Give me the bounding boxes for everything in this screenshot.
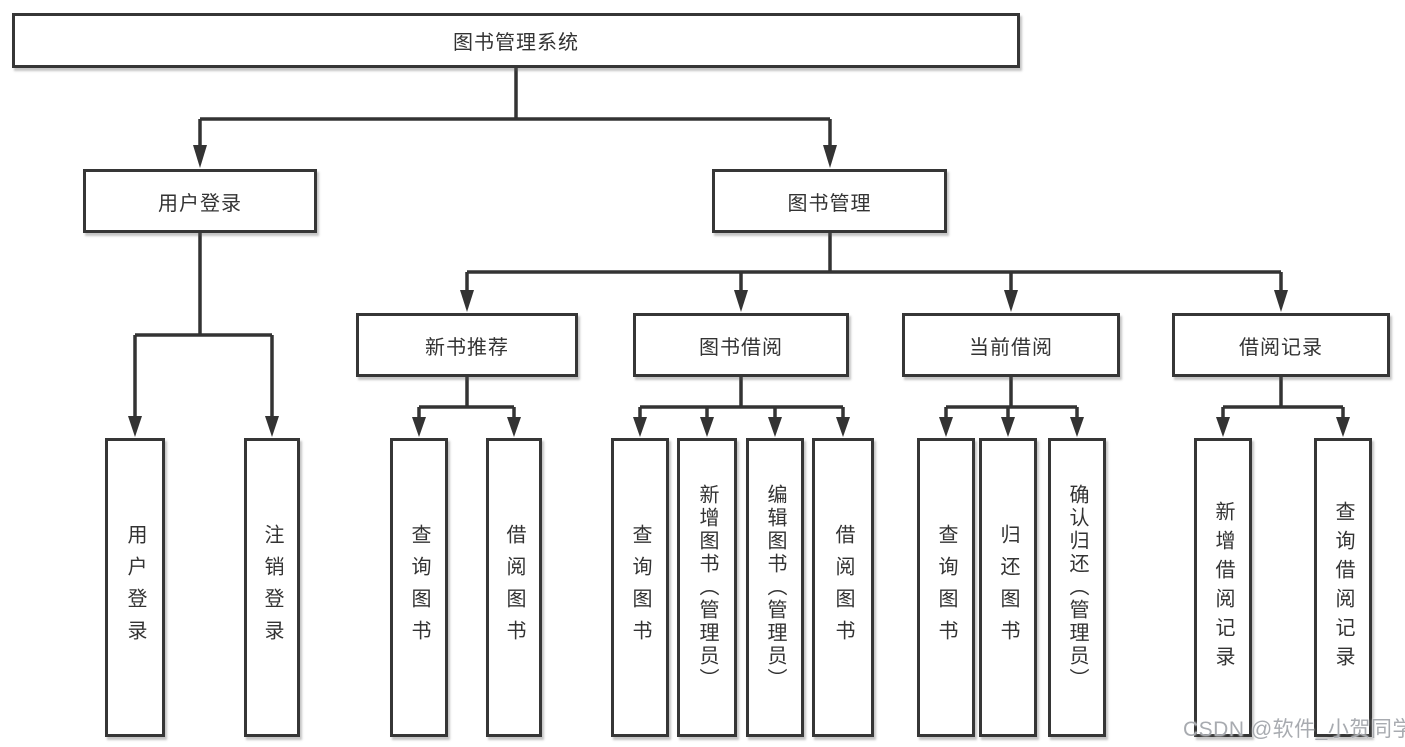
arrowhead: [823, 145, 837, 168]
leaf-query-books-borrow-label: 查询图书: [629, 523, 651, 652]
leaf-query-borrow-record-label: 查询借阅记录: [1332, 500, 1354, 675]
node-current-borrow: 当前借阅: [902, 313, 1120, 377]
leaf-query-books-current: 查询图书: [917, 438, 975, 737]
csdn-watermark: CSDN @软件_小贺同学: [1183, 718, 1405, 741]
node-root-label: 图书管理系统: [453, 32, 579, 54]
leaf-return-book-label: 归还图书: [997, 523, 1019, 652]
leaf-borrow-books-recommend-label: 借阅图书: [503, 523, 525, 652]
leaf-logout-label: 注销登录: [261, 523, 283, 652]
node-user-login: 用户登录: [83, 169, 317, 233]
leaf-query-borrow-record: 查询借阅记录: [1314, 438, 1372, 737]
leaf-query-books-current-label: 查询图书: [935, 523, 957, 652]
node-new-book-recommend-label: 新书推荐: [425, 336, 509, 359]
arrowhead: [412, 417, 426, 437]
arrowheads-current-borrow: [939, 417, 1084, 437]
arrowhead: [460, 290, 474, 312]
leaf-add-book-admin: 新增图书（管理员）: [677, 438, 737, 737]
leaf-confirm-return-admin: 确认归还（管理员）: [1048, 438, 1106, 737]
leaf-logout: 注销登录: [244, 438, 300, 737]
arrowheads-new-book-recommend: [412, 417, 521, 437]
arrowhead: [700, 417, 714, 437]
leaf-edit-book-admin: 编辑图书（管理员）: [746, 438, 804, 737]
leaf-edit-book-admin-label: 编辑图书（管理员）: [764, 484, 786, 691]
node-borrow-records-label: 借阅记录: [1239, 336, 1323, 359]
arrowhead: [1004, 290, 1018, 312]
leaf-return-book: 归还图书: [979, 438, 1037, 737]
node-book-borrow: 图书借阅: [633, 313, 849, 377]
leaf-add-borrow-record: 新增借阅记录: [1194, 438, 1252, 737]
arrowhead: [633, 417, 647, 437]
arrowhead: [265, 416, 279, 437]
arrowhead: [1070, 417, 1084, 437]
edge-book-management-to-level3: [465, 233, 1283, 291]
arrowhead: [836, 417, 850, 437]
edge-borrow-records-to-leaves: [1221, 377, 1345, 418]
leaf-borrow-books: 借阅图书: [812, 438, 874, 737]
arrowhead: [1336, 417, 1350, 437]
arrowhead: [1001, 417, 1015, 437]
arrowhead: [939, 417, 953, 437]
node-user-login-label: 用户登录: [158, 192, 242, 215]
arrowhead: [507, 417, 521, 437]
node-book-borrow-label: 图书借阅: [699, 336, 783, 359]
arrowhead: [128, 416, 142, 437]
leaf-query-books-borrow: 查询图书: [611, 438, 669, 737]
edge-book-borrow-to-leaves: [638, 377, 845, 418]
arrowheads-borrow-records: [1216, 417, 1350, 437]
arrowheads-book-borrow: [633, 417, 850, 437]
leaf-borrow-books-label: 借阅图书: [832, 523, 854, 652]
node-new-book-recommend: 新书推荐: [356, 313, 578, 377]
arrowheads-level3: [460, 290, 1288, 312]
arrowhead: [1274, 290, 1288, 312]
edge-current-borrow-to-leaves: [944, 377, 1079, 418]
arrowhead: [734, 290, 748, 312]
node-book-management-label: 图书管理: [787, 192, 872, 215]
arrowhead: [768, 417, 782, 437]
arrowheads-level2: [193, 145, 837, 168]
arrowhead: [193, 145, 207, 168]
edge-user-login-to-leaves: [133, 233, 274, 417]
arrowheads-user-login: [128, 416, 279, 437]
leaf-confirm-return-admin-label: 确认归还（管理员）: [1066, 484, 1088, 691]
node-current-borrow-label: 当前借阅: [969, 336, 1053, 359]
node-borrow-records: 借阅记录: [1172, 313, 1390, 377]
leaf-add-borrow-record-label: 新增借阅记录: [1212, 500, 1234, 675]
leaf-user-login-label: 用户登录: [124, 523, 146, 652]
node-root-system: 图书管理系统: [12, 13, 1020, 68]
leaf-query-books-recommend-label: 查询图书: [408, 523, 430, 652]
leaf-borrow-books-recommend: 借阅图书: [486, 438, 542, 737]
leaf-user-login: 用户登录: [105, 438, 165, 737]
leaf-query-books-recommend: 查询图书: [390, 438, 448, 737]
edge-new-book-recommend-to-leaves: [417, 377, 516, 418]
arrowhead: [1216, 417, 1230, 437]
node-book-management: 图书管理: [712, 169, 947, 233]
edge-root-to-level2: [198, 68, 832, 146]
leaf-add-book-admin-label: 新增图书（管理员）: [696, 484, 718, 691]
